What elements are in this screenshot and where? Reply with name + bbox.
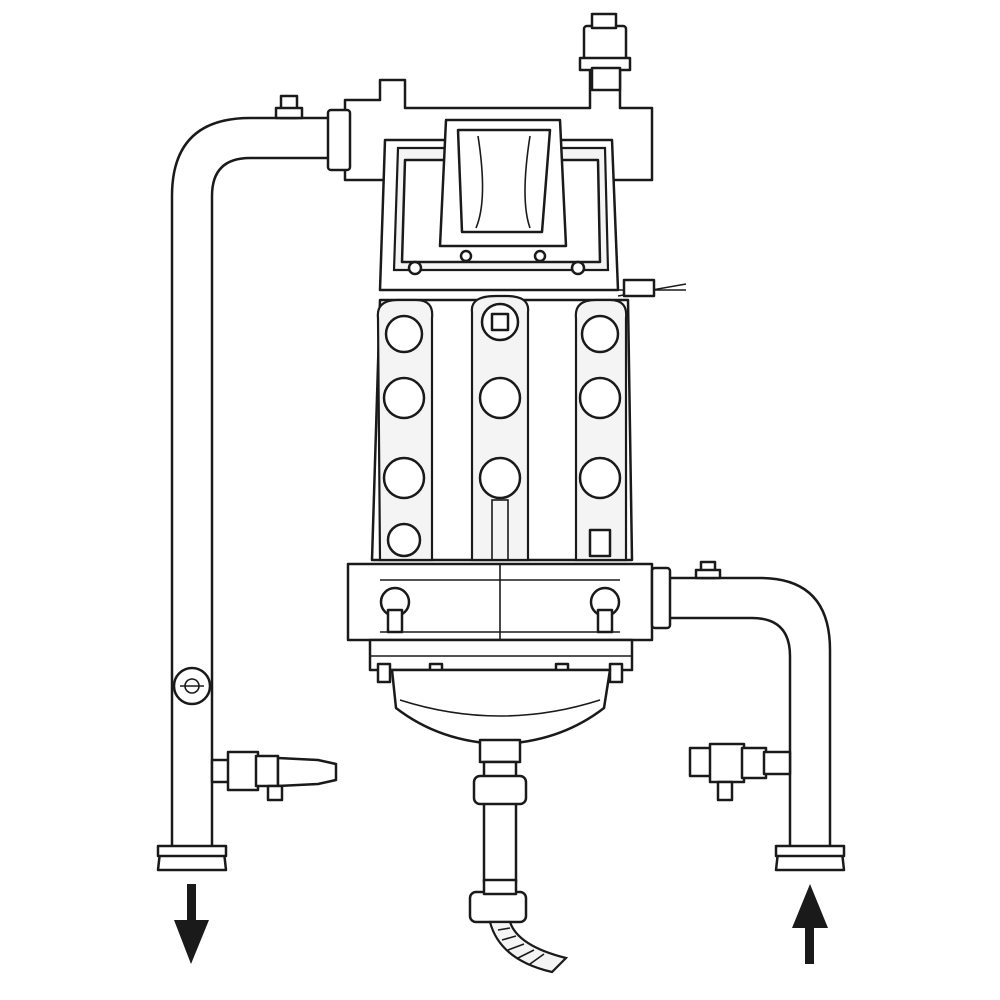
- temperature-sensor: [172, 666, 212, 706]
- cold-side-valve: [688, 742, 792, 802]
- hot-water-outlet-pipe: [156, 94, 338, 872]
- top-sensor-plug: [578, 12, 632, 92]
- heater-body: [326, 12, 687, 746]
- inflow-arrow: [792, 884, 828, 964]
- heating-element-column-right: [574, 298, 628, 562]
- drain-pipe: [468, 738, 569, 974]
- hot-side-drain-valve: [210, 750, 338, 802]
- heating-element-column-left: [376, 298, 434, 562]
- cold-water-inlet-pipe: [665, 560, 846, 872]
- heating-element-column-middle: [470, 294, 530, 562]
- outflow-arrow: [174, 884, 209, 964]
